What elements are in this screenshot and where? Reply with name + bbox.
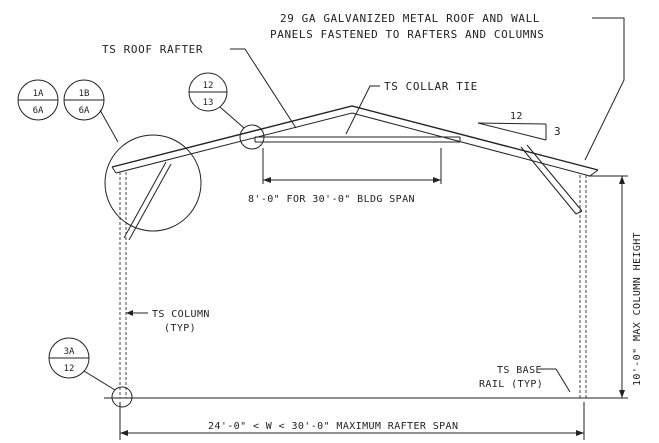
svg-text:PANELS FASTENED TO RAFTERS AND: PANELS FASTENED TO RAFTERS AND COLUMNS [270,28,544,41]
svg-text:10'-0" MAX COLUMN HEIGHT: 10'-0" MAX COLUMN HEIGHT [632,232,643,386]
svg-text:6A: 6A [79,106,90,116]
left-knee-brace [123,161,172,241]
svg-text:13: 13 [203,98,214,108]
svg-text:TS ROOF RAFTER: TS ROOF RAFTER [102,43,203,56]
svg-text:3A: 3A [64,347,75,357]
slope-indicator: 12 3 [477,111,561,141]
rafter-span-dimension: 24'-0" < W < 30'-0" MAXIMUM RAFTER SPAN [119,402,585,440]
collar-tie-callout: TS COLLAR TIE [345,80,478,135]
svg-text:1A: 1A [33,89,44,99]
detail-bubble-3a-12: 3A 12 [48,337,90,379]
right-column [579,175,587,398]
detail-circle-eave [104,134,202,232]
svg-text:12: 12 [64,364,75,374]
svg-text:29 GA GALVANIZED METAL ROOF AN: 29 GA GALVANIZED METAL ROOF AND WALL [280,12,540,25]
leader-bubble-to-eave [99,109,119,143]
detail-circle-base [111,386,133,408]
collar-span-dimension: 8'-0" FOR 30'-0" BLDG SPAN [248,148,442,205]
svg-text:TS COLUMN: TS COLUMN [152,309,210,320]
svg-text:TS COLLAR TIE: TS COLLAR TIE [384,80,478,93]
roof-panels-callout: 29 GA GALVANIZED METAL ROOF AND WALL PAN… [270,12,625,161]
detail-bubble-12-13: 12 13 [188,72,228,112]
leader-bubble-to-base [83,370,116,391]
roof-panel [111,105,599,177]
svg-text:1B: 1B [79,89,90,99]
leader-bubble-to-ridge-detail [219,106,245,129]
svg-text:TS BASE: TS BASE [497,365,542,376]
left-column [119,172,127,398]
roof-rafter-callout: TS ROOF RAFTER [102,43,297,129]
right-knee-brace [520,144,583,215]
base-rail-callout: TS BASE RAIL (TYP) [479,365,571,393]
svg-text:RAIL (TYP): RAIL (TYP) [479,379,543,390]
column-callout: TS COLUMN (TYP) [126,309,210,334]
collar-tie [254,136,461,143]
detail-bubble-1b-6a: 1B 6A [63,79,105,121]
svg-text:12: 12 [510,111,523,122]
svg-text:3: 3 [554,125,561,138]
svg-text:6A: 6A [33,106,44,116]
svg-text:24'-0" < W < 30'-0" MAXIMUM RA: 24'-0" < W < 30'-0" MAXIMUM RAFTER SPAN [208,421,458,432]
detail-bubble-1a-6a: 1A 6A [17,79,59,121]
column-height-dimension: 10'-0" MAX COLUMN HEIGHT [588,175,643,399]
detail-circle-ridge [239,124,265,150]
svg-text:12: 12 [203,81,214,91]
svg-text:(TYP): (TYP) [164,323,196,334]
svg-text:8'-0" FOR 30'-0" BLDG SPAN: 8'-0" FOR 30'-0" BLDG SPAN [248,194,415,205]
